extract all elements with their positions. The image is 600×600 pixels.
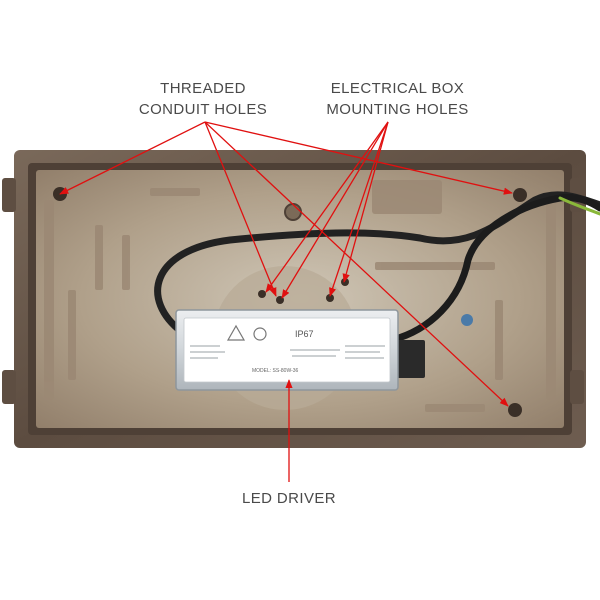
arrow-mount-3 [329,121,389,297]
label-line: ELECTRICAL BOX [330,80,465,97]
mounting-lug [2,370,16,404]
label-line: THREADED [160,80,246,97]
cert-mark-icon [253,327,267,341]
arrow-conduit-right-bottom [204,121,509,407]
arrow-conduit-left [59,121,206,195]
mounting-lug [570,370,584,404]
driver-cables [154,191,600,344]
label-threaded-conduit-holes: THREADED CONDUIT HOLES [118,78,288,120]
mounting-lug [2,178,16,212]
label-led-driver: LED DRIVER [241,490,337,507]
mounting-hole [258,290,266,298]
label-electrical-box-mounting-holes: ELECTRICAL BOX MOUNTING HOLES [305,78,490,120]
arrow-conduit-right-top [204,121,513,195]
driver-rating-text: IP67 [295,329,314,339]
driver-fine-print [190,345,385,359]
driver-model-text: MODEL: SS-80W-36 [252,368,299,374]
label-line: CONDUIT HOLES [138,101,268,118]
ground-screw [461,314,473,326]
label-line: MOUNTING HOLES [326,101,469,118]
callout-arrows [59,121,513,482]
threaded-conduit-hole [508,403,522,417]
arrow-mount-1 [265,121,389,293]
wire-terminal-block [397,340,425,378]
warning-triangle-icon [226,324,246,341]
arrow-mount-4 [342,121,389,283]
arrow-mount-2 [281,121,389,299]
arrow-conduit-center [204,121,277,297]
threaded-conduit-hole [513,188,527,202]
